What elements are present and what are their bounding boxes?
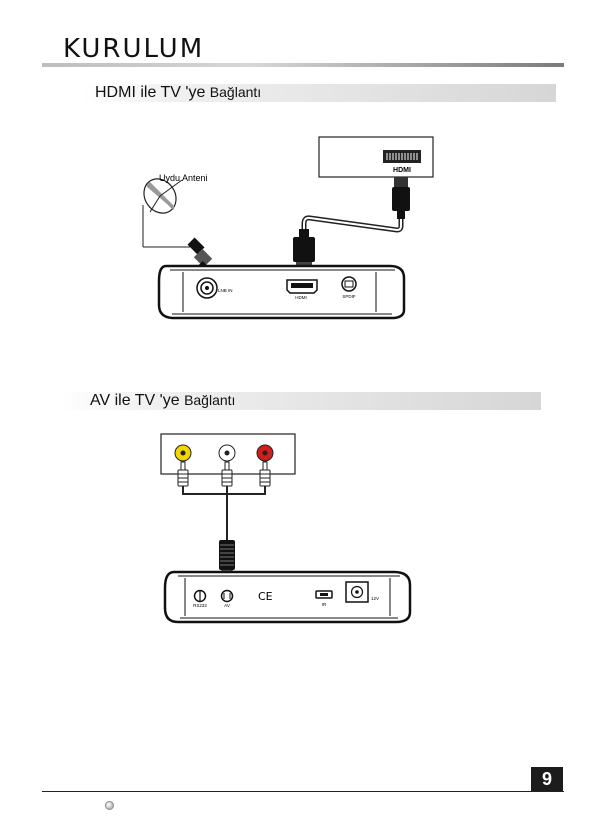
- page-number: 9: [531, 767, 563, 791]
- spdif-port-icon: [342, 277, 356, 291]
- rs232-label: RS232: [193, 603, 207, 608]
- av-cable: [183, 486, 265, 540]
- lnb-in-port-icon: [197, 278, 217, 298]
- footer-rule: [42, 791, 564, 792]
- hdmi-diagram: HDMI Uydu Anteni: [137, 137, 433, 318]
- spdif-label: SPDIF: [342, 294, 356, 299]
- tv-hdmi-port-icon: [383, 150, 421, 163]
- hdmi-plug-tv-icon: [392, 177, 410, 219]
- lnb-in-label: LNB IN: [218, 288, 233, 293]
- device-hdmi-port-icon: [287, 280, 317, 293]
- footer-bullet-icon: [105, 801, 114, 810]
- av-port-label: AV: [224, 603, 230, 608]
- receiver-rear-hdmi: [159, 266, 404, 318]
- dc-label: 12V: [371, 596, 379, 601]
- satellite-dish-icon: [137, 173, 190, 247]
- ce-mark-icon: CE: [258, 590, 273, 603]
- ir-port-icon: [316, 591, 332, 598]
- dc-power-port-icon: [346, 582, 368, 602]
- av-port-icon: [222, 591, 233, 602]
- ir-label: IR: [322, 602, 327, 607]
- tv-hdmi-label: HDMI: [393, 167, 411, 174]
- rs232-port-icon: [195, 591, 206, 602]
- antenna-label: Uydu Anteni: [159, 173, 208, 183]
- hdmi-plug-device-icon: [293, 229, 315, 268]
- av-diagram: RS232 AV CE IR 12V: [161, 434, 410, 622]
- device-hdmi-label: HDMI: [295, 295, 307, 300]
